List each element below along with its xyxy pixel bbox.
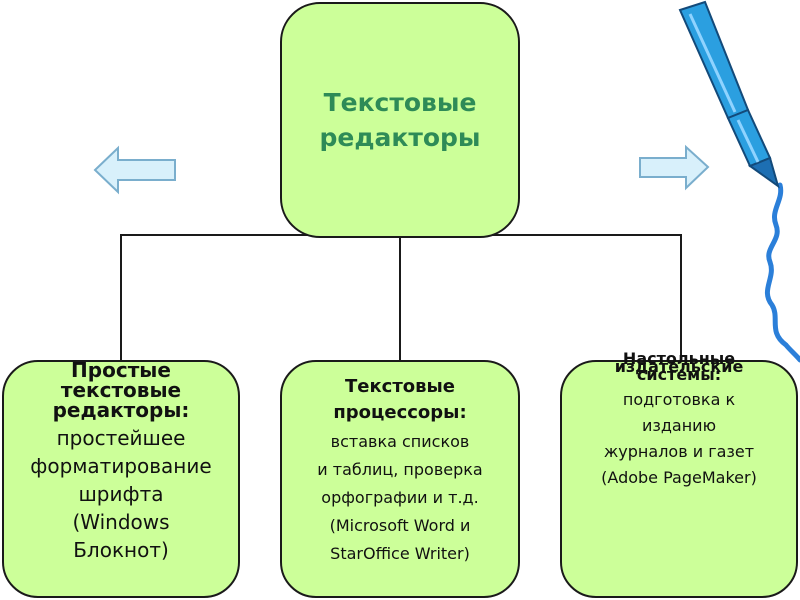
- node-body-line: (Microsoft Word и: [329, 516, 471, 535]
- left-arrow-icon: [93, 145, 176, 195]
- node-body-line: орфографии и т.д.: [321, 488, 479, 507]
- root-title-line2: редакторы: [319, 123, 481, 152]
- connector-center: [399, 234, 401, 362]
- root-title-line1: Текстовые: [323, 88, 477, 117]
- node-text-processors: Текстовые процессоры: вставка списков и …: [280, 360, 520, 598]
- node-body-line: и таблиц, проверка: [317, 460, 483, 479]
- node-body-line: (Adobe PageMaker): [601, 468, 757, 487]
- node-simple-editors: Простые текстовые редакторы: простейшее …: [2, 358, 240, 598]
- node-body-line: (Windows: [72, 510, 170, 534]
- node-body-line: изданию: [641, 416, 717, 435]
- node-body-line: форматирование: [30, 454, 212, 478]
- node-body-line: простейшее: [56, 426, 186, 450]
- node-desktop-publishing: Настольные издательские системы: подгото…: [560, 349, 798, 598]
- connector-left: [120, 234, 122, 362]
- node-body-line: подготовка к: [622, 390, 736, 409]
- node-heading-line: издательские: [614, 357, 744, 376]
- node-body-line: шрифта: [78, 482, 164, 506]
- node-body-line: вставка списков: [330, 432, 470, 451]
- node-body-line: StarOffice Writer): [330, 544, 470, 563]
- node-heading-line: Простые: [71, 358, 171, 382]
- connector-right: [680, 234, 682, 362]
- node-body-line: журналов и газет: [603, 442, 755, 461]
- node-heading-line: системы:: [636, 365, 722, 384]
- root-node: Текстовые редакторы: [280, 2, 520, 238]
- pen-icon: [678, 0, 800, 363]
- node-heading-line: Настольные: [622, 349, 736, 368]
- node-heading-line: Текстовые: [344, 376, 456, 397]
- node-body-line: Блокнот): [73, 538, 169, 562]
- right-arrow-icon: [639, 144, 710, 191]
- node-heading-line: редакторы:: [52, 398, 190, 422]
- node-heading-line: процессоры:: [333, 402, 467, 423]
- node-heading-line: текстовые: [60, 378, 182, 402]
